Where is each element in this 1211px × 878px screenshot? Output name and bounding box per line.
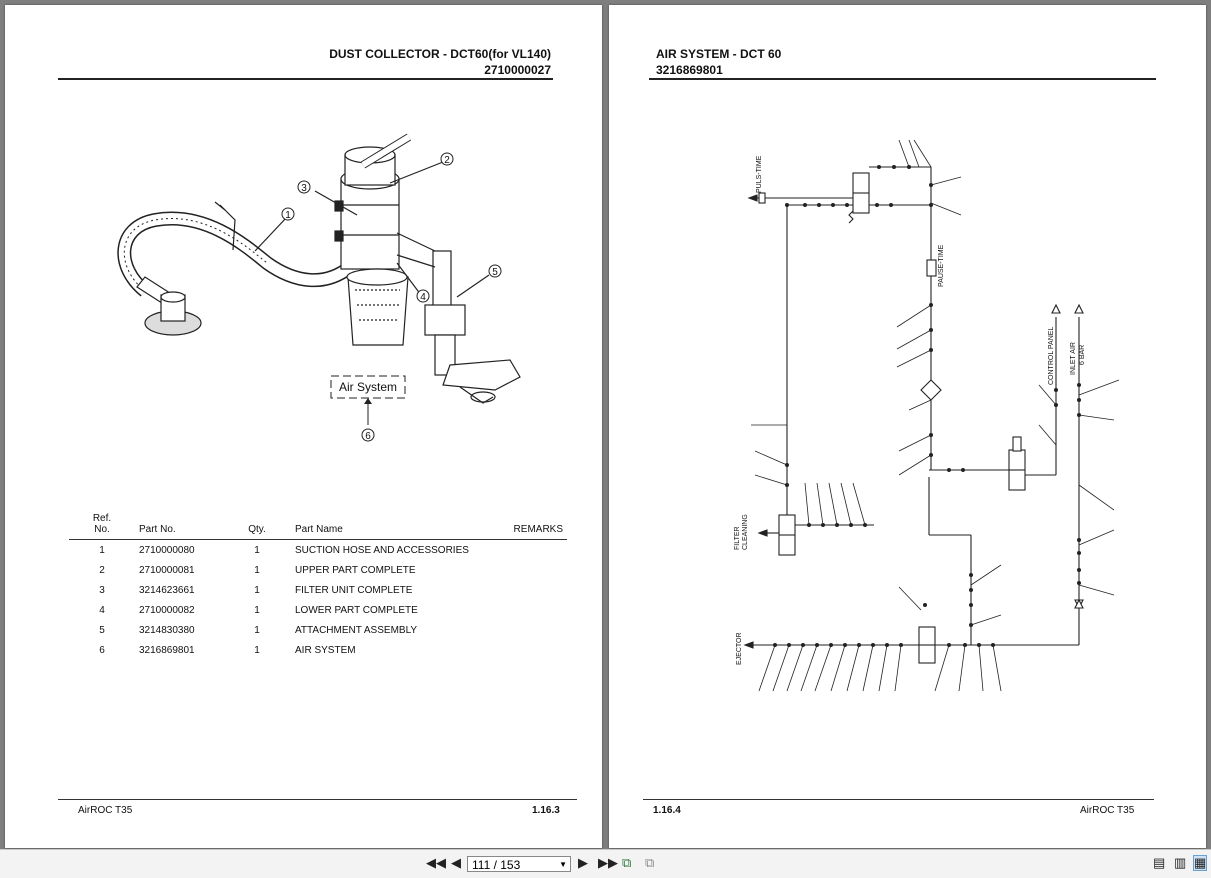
- qty-header: Qty.: [223, 513, 291, 540]
- parts-table: Ref.No. Part No. Qty. Part Name REMARKS …: [69, 513, 567, 660]
- header-rule: [58, 78, 553, 80]
- table-row: 3 3214623661 1 FILTER UNIT COMPLETE: [99, 584, 413, 596]
- first-page-icon[interactable]: ◀◀: [426, 855, 446, 870]
- left-footer-model: AirROC T35: [78, 805, 133, 816]
- svg-text:1: 1: [285, 210, 291, 221]
- table-row: 2 2710000081 1 UPPER PART COMPLETE: [99, 564, 416, 576]
- footer-rule: [643, 799, 1154, 800]
- inlet-air-label: INLET AIR: [1070, 342, 1077, 375]
- callout-2: 2: [440, 152, 454, 166]
- right-page-part-number: 3216869801: [656, 63, 723, 77]
- left-page-part-number: 2710000027: [484, 63, 551, 77]
- right-page-title: AIR SYSTEM - DCT 60: [656, 47, 782, 61]
- pulse-time-label: PULS-TIME: [756, 155, 763, 193]
- remarks-header: REMARKS: [489, 513, 567, 540]
- svg-text:5: 5: [492, 267, 498, 278]
- chevron-down-icon[interactable]: ▼: [559, 860, 567, 869]
- callout-4: 4: [416, 289, 430, 303]
- continuous-layout-icon[interactable]: ▥: [1174, 855, 1187, 870]
- last-page-icon[interactable]: ▶▶: [598, 855, 618, 870]
- right-footer-model: AirROC T35: [1080, 805, 1135, 816]
- facing-layout-icon[interactable]: ▦: [1192, 855, 1208, 871]
- left-page-title: DUST COLLECTOR - DCT60(for VL140): [329, 47, 551, 61]
- svg-text:6: 6: [365, 431, 371, 442]
- ejector-label: EJECTOR: [736, 632, 743, 665]
- air-system-label: Air System: [339, 380, 397, 394]
- right-footer-section: 1.16.4: [653, 805, 681, 816]
- page-number-text: 111 / 153: [472, 858, 521, 872]
- table-row: 1 2710000080 1 SUCTION HOSE AND ACCESSOR…: [99, 544, 469, 556]
- fit-page-icon[interactable]: ⧉: [622, 855, 632, 870]
- svg-text:3: 3: [301, 183, 307, 194]
- table-row: 4 2710000082 1 LOWER PART COMPLETE: [99, 604, 418, 616]
- single-page-layout-icon[interactable]: ▤: [1153, 855, 1166, 870]
- svg-text:2: 2: [444, 155, 450, 166]
- callout-1: 1: [281, 207, 295, 221]
- part-name-header: Part Name: [291, 513, 489, 540]
- callout-5: 5: [488, 264, 502, 278]
- dust-collector-drawing: 1 2 3 4 5 Air System 6: [117, 133, 521, 442]
- callout-6: 6: [361, 428, 375, 442]
- next-page-icon[interactable]: ▶: [578, 855, 588, 870]
- svg-text:4: 4: [420, 292, 426, 303]
- part-no-header: Part No.: [135, 513, 223, 540]
- prev-page-icon[interactable]: ◀: [451, 855, 461, 870]
- ref-header-2: No.: [94, 524, 110, 535]
- left-page: DUST COLLECTOR - DCT60(for VL140) 271000…: [5, 5, 602, 848]
- filter-cleaning-label-1: FILTER: [734, 526, 741, 550]
- control-panel-label: CONTROL PANEL: [1048, 327, 1055, 385]
- table-row: 5 3214830380 1 ATTACHMENT ASSEMBLY: [99, 624, 418, 636]
- filter-cleaning-label-2: CLEANING: [742, 514, 749, 550]
- footer-rule: [58, 799, 577, 800]
- pause-time-label: PAUSE-TIME: [938, 244, 945, 287]
- air-system-schematic: PULS-TIME PAUSE-TIME CONTROL PANEL INLET…: [734, 139, 1120, 692]
- ref-header-1: Ref.: [92, 513, 112, 524]
- right-page: AIR SYSTEM - DCT 60 3216869801: [609, 5, 1206, 848]
- left-footer-section: 1.16.3: [532, 805, 560, 816]
- viewer-toolbar: ◀◀ ◀ 111 / 153 ▼ ▶ ▶▶ ⧉ ⧉ ▤ ▥ ▦: [0, 849, 1211, 878]
- callout-3: 3: [297, 180, 311, 194]
- page-number-field[interactable]: 111 / 153 ▼: [467, 856, 571, 872]
- header-rule: [649, 78, 1156, 80]
- parts-table-header: Ref.No. Part No. Qty. Part Name REMARKS: [69, 513, 567, 540]
- table-row: 6 3216869801 1 AIR SYSTEM: [99, 644, 356, 656]
- inlet-pressure-label: 6 BAR: [1079, 345, 1086, 365]
- two-page-view-icon[interactable]: ⧉: [645, 855, 655, 870]
